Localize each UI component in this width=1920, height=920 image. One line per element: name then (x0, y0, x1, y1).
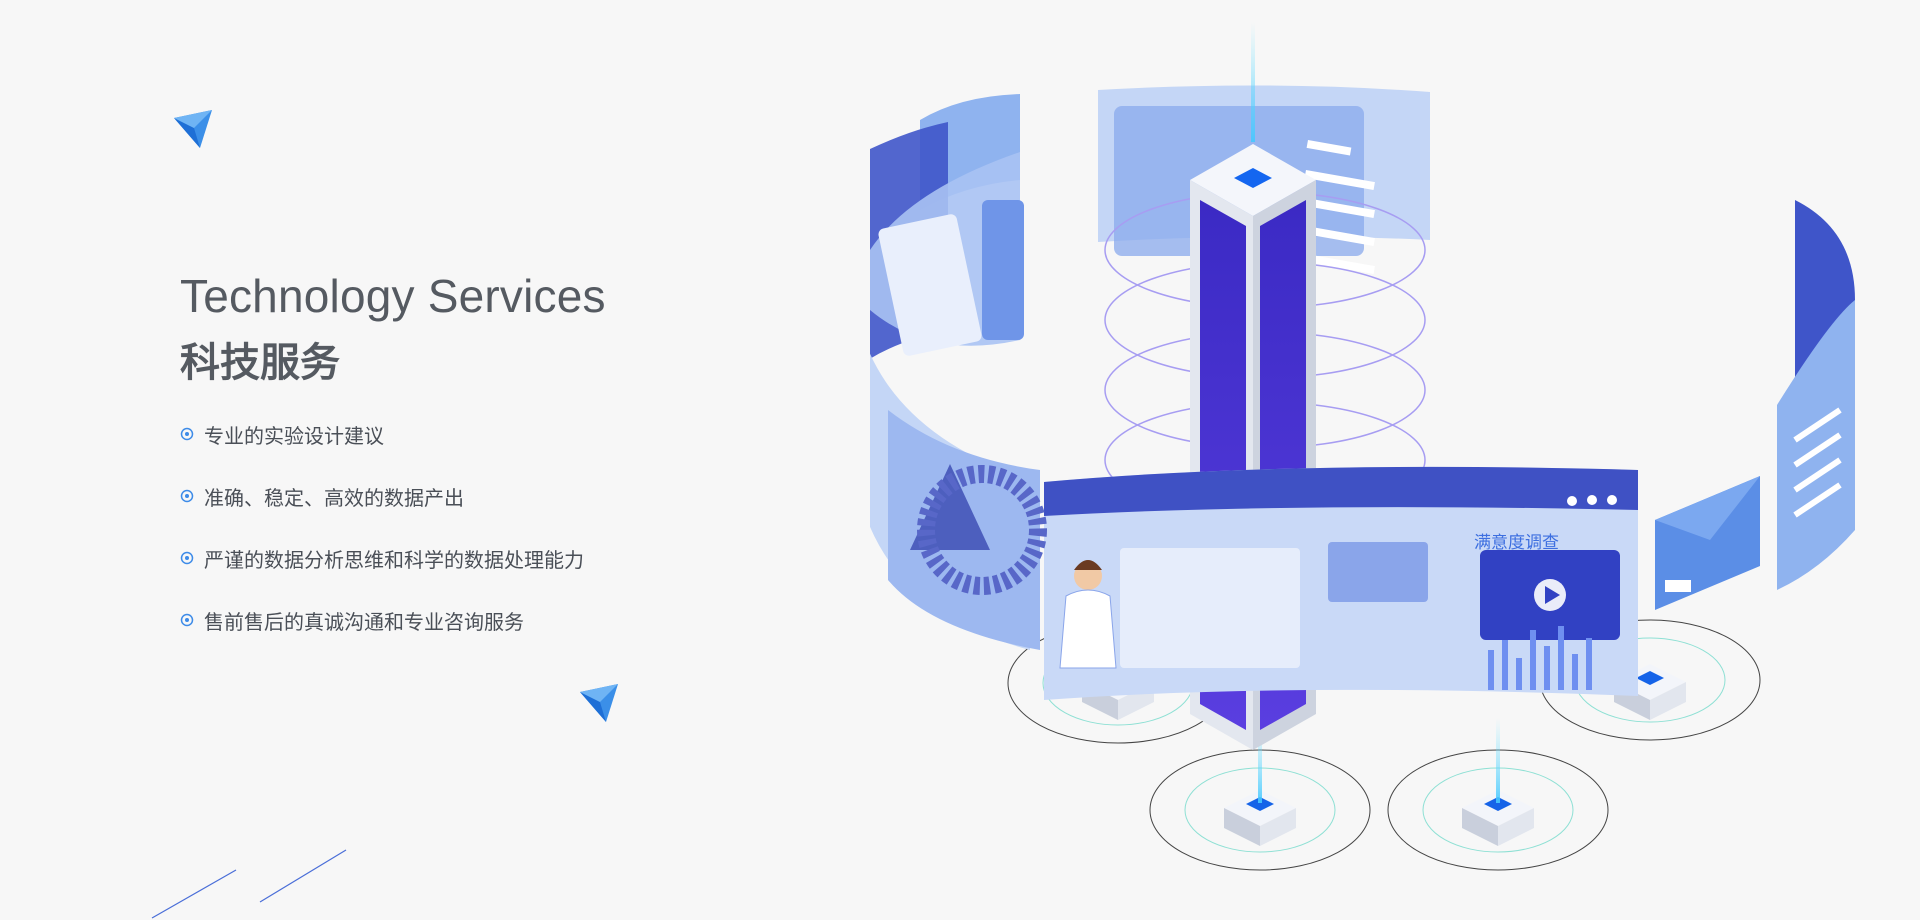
feature-item: 售前售后的真诚沟通和专业咨询服务 (180, 600, 740, 640)
feature-item: 准确、稳定、高效的数据产出 (180, 476, 740, 516)
circle-dot-icon (180, 427, 194, 441)
scientist-figure (1059, 560, 1117, 669)
paper-plane-arrow-icon (174, 110, 212, 148)
main-dashboard-panel: 满意度调查 (1044, 466, 1638, 700)
feature-item: 专业的实验设计建议 (180, 414, 740, 454)
technology-isometric-illustration: 满意度调查 (870, 22, 1855, 871)
paper-plane-arrow-icon (580, 684, 618, 722)
left-curved-panel (870, 152, 1047, 650)
circle-dot-icon (180, 489, 194, 503)
survey-label: 满意度调查 (1474, 533, 1559, 553)
circle-dot-icon (180, 551, 194, 565)
section-title-cn: 科技服务 (180, 340, 340, 386)
feature-list: 专业的实验设计建议 准确、稳定、高效的数据产出 严谨的数据分析思维和科学的数据处… (180, 414, 740, 640)
right-panels (1655, 200, 1855, 610)
feature-text: 售前售后的真诚沟通和专业咨询服务 (204, 609, 524, 634)
feature-item: 严谨的数据分析思维和科学的数据处理能力 (180, 538, 740, 578)
feature-text: 专业的实验设计建议 (204, 423, 384, 448)
decorative-lines (151, 849, 347, 919)
services-text-block: Technology Services 科技服务 专业的实验设计建议 准确、稳定… (180, 268, 740, 662)
feature-text: 严谨的数据分析思维和科学的数据处理能力 (204, 547, 584, 572)
feature-text: 准确、稳定、高效的数据产出 (204, 485, 464, 510)
envelope-icon (1655, 476, 1760, 610)
section-title-en: Technology Services (180, 270, 606, 322)
circle-dot-icon (180, 613, 194, 627)
